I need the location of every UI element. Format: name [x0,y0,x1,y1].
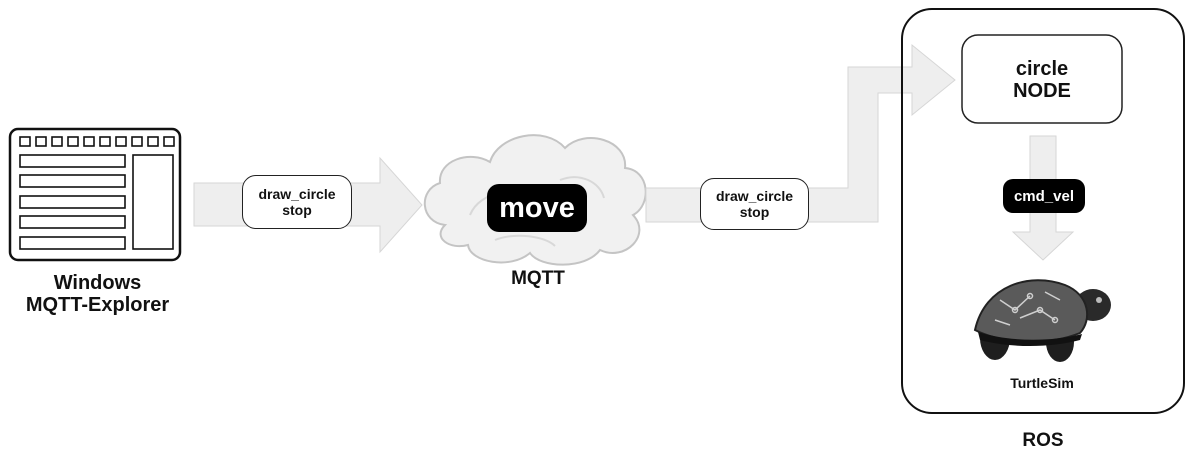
topic-pill-move: move [487,184,587,232]
message-left-line1: draw_circle [258,186,336,202]
turtlesim-label: TurtleSim [1010,375,1074,391]
mqtt-label: MQTT [511,268,565,289]
explorer-label: Windows MQTT-Explorer [5,272,190,316]
message-right-line1: draw_circle [715,188,794,204]
turtle-icon [973,279,1111,362]
ros-container [901,8,1185,414]
explorer-label-line1: Windows [53,272,142,294]
ros-label: ROS [1022,430,1064,451]
message-left-line2: stop [282,202,312,218]
explorer-label-line2: MQTT-Explorer [25,294,170,316]
circle-node-line2: NODE [1013,80,1071,102]
circle-node-box [961,34,1123,124]
circle-node-line1: circle [1015,58,1069,80]
message-box-right: draw_circle stop [700,178,809,230]
app-window-icon [8,127,182,262]
flow-arrow-mqtt-to-ros [645,43,956,223]
message-right-line2: stop [739,204,770,220]
circle-node-label: circle NODE [962,58,1122,102]
message-box-left: draw_circle stop [242,175,352,229]
topic-pill-cmd-vel: cmd_vel [1003,179,1085,213]
